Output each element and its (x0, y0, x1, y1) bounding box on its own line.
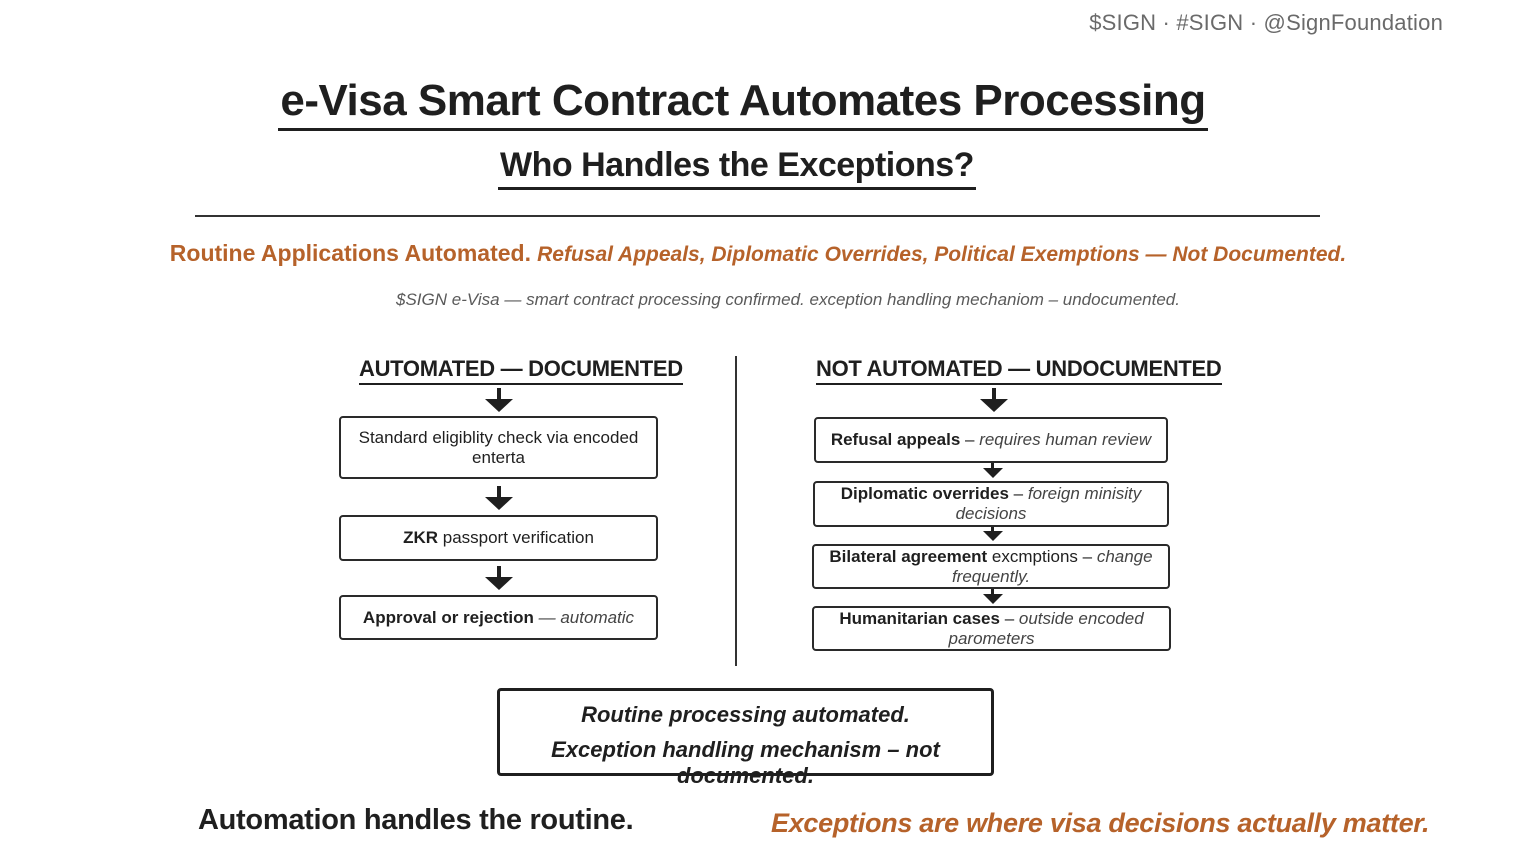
step-text: – (999, 608, 1019, 628)
step-italic: outside encoded parometers (948, 608, 1144, 648)
subtitle-container: Who Handles the Exceptions? (0, 146, 1474, 190)
column-divider (735, 356, 737, 666)
title-container: e-Visa Smart Contract Automates Processi… (0, 76, 1486, 131)
footer-left-statement: Automation handles the routine. (198, 804, 634, 836)
automated-step-approval-text: Approval or rejection — automatic (363, 608, 634, 628)
note-container: $SIGN e-Visa — smart contract processing… (0, 290, 1536, 310)
not-automated-column-heading: NOT AUTOMATED — UNDOCUMENTED (816, 356, 1222, 385)
summary-line-2: Exception handling mechanism – not docum… (551, 737, 940, 788)
headline: Routine Applications Automated. Refusal … (170, 240, 1346, 267)
automated-step-eligibility: Standard eligiblity check via encoded en… (339, 416, 658, 479)
headline-lead: Routine Applications Automated. (169, 240, 531, 266)
step-bold: Approval or rejection (362, 607, 534, 627)
summary-box: Routine processing automated. Exception … (497, 688, 994, 788)
step-text: excmptions – (987, 546, 1097, 566)
step-bold: Refusal appeals (830, 430, 961, 449)
step-text: – (960, 430, 980, 449)
exception-step-refusal-text: Refusal appeals – requires human review (831, 430, 1151, 450)
exception-step-bilateral-text: Bilateral agreement excmptions – change … (814, 547, 1168, 587)
headline-container: Routine Applications Automated. Refusal … (0, 240, 1516, 267)
exception-step-refusal-appeals: Refusal appeals – requires human review (814, 417, 1168, 463)
step-text: Standard eligiblity check via encoded en… (358, 427, 639, 467)
exception-step-humanitarian-cases: Humanitarian cases – outside encoded par… (812, 606, 1171, 651)
step-text: passport verification (438, 528, 594, 547)
page-subtitle: Who Handles the Exceptions? (498, 146, 976, 190)
step-bold: Bilateral agreement (829, 546, 988, 566)
automated-step-eligibility-text: Standard eligiblity check via encoded en… (341, 428, 656, 468)
step-italic: change frequently. (951, 546, 1153, 586)
step-bold: Diplomatic overrides (840, 484, 1009, 503)
header-divider (195, 215, 1320, 217)
step-italic: — automatic (533, 607, 635, 627)
exception-step-humanitarian-text: Humanitarian cases – outside encoded par… (814, 609, 1169, 649)
step-text: – (1008, 484, 1028, 503)
automated-step-zkr-verification: ZKR passport verification (339, 515, 658, 561)
social-tagline: $SIGN · #SIGN · @SignFoundation (1089, 10, 1443, 35)
exception-step-diplomatic-overrides: Diplomatic overrides – foreign minisity … (813, 481, 1169, 527)
automated-column-heading: AUTOMATED — DOCUMENTED (359, 356, 683, 385)
step-italic: foreign minisity decisions (955, 484, 1142, 523)
step-italic: requires human review (979, 430, 1152, 449)
footer-right-statement: Exceptions are where visa decisions actu… (771, 808, 1430, 838)
context-note: $SIGN e-Visa — smart contract processing… (396, 290, 1180, 309)
page-title: e-Visa Smart Contract Automates Processi… (278, 76, 1208, 131)
exception-step-bilateral-exemptions: Bilateral agreement excmptions – change … (812, 544, 1170, 589)
exception-step-diplomatic-text: Diplomatic overrides – foreign minisity … (815, 484, 1167, 524)
step-bold: ZKR (403, 528, 439, 547)
automated-step-approval: Approval or rejection — automatic (339, 595, 658, 640)
automated-step-zkr-text: ZKR passport verification (403, 528, 594, 548)
summary-line-1: Routine processing automated. (581, 702, 910, 727)
step-bold: Humanitarian cases (839, 608, 1000, 628)
headline-rest: Refusal Appeals, Diplomatic Overrides, P… (537, 243, 1347, 266)
